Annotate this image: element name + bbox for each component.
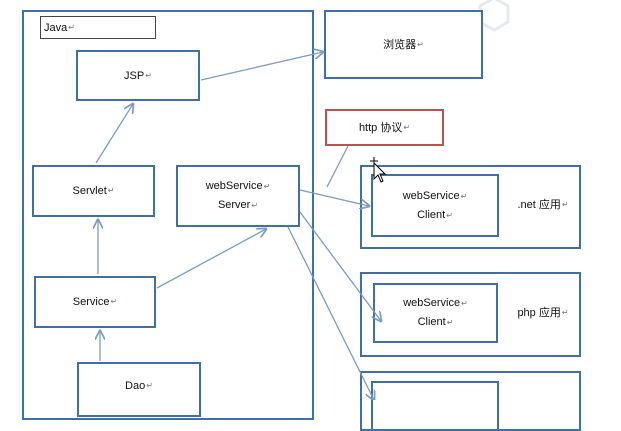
dotnet-app-label: .net 应用↵ (517, 199, 569, 211)
arrow-wsserver-to-client2 (299, 211, 381, 321)
php-webservice-client-box (373, 283, 498, 343)
http-annotation-line (326, 145, 349, 188)
watermark-logo (474, 0, 621, 34)
arrow-service-to-wsserver (156, 229, 266, 289)
servlet-box (32, 165, 155, 217)
webservice-server-box (176, 165, 300, 227)
jsp-label: JSP↵ (124, 69, 152, 82)
dotnet-webservice-client-box (371, 174, 499, 237)
webservice-server-label: webService↵ Server↵ (205, 180, 271, 211)
connector-arrows (0, 0, 387, 400)
service-label: Service↵ (72, 296, 118, 308)
mouse-cursor-icon (370, 157, 387, 183)
http-protocol-box (325, 109, 444, 146)
browser-box (324, 10, 483, 79)
java-label-box (40, 16, 156, 39)
php-webservice-client-label: webService↵ Client↵ (403, 297, 468, 328)
dao-label: Dao↵ (125, 380, 153, 392)
jsp-box (76, 50, 200, 101)
java-title: Java↵ (44, 22, 75, 34)
arrow-wsserver-to-client3 (287, 226, 374, 400)
service-box (34, 276, 156, 328)
dotnet-webservice-client-label: webService↵ Client↵ (402, 189, 468, 221)
php-app-label: php 应用↵ (517, 307, 569, 319)
arrow-wsserver-to-client1 (299, 189, 369, 206)
arrow-servlet-to-jsp (95, 104, 133, 164)
servlet-label: Servlet↵ (72, 185, 115, 197)
http-protocol-label: http 协议↵ (358, 121, 411, 134)
arrow-jsp-to-browser (200, 52, 323, 81)
browser-label: 浏览器↵ (383, 38, 424, 51)
